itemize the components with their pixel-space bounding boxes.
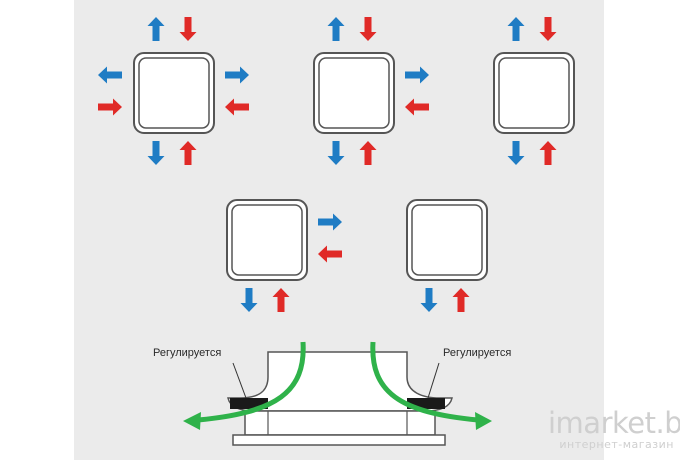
watermark: imarket.by интернет-магазин (548, 406, 680, 451)
adjustable-gasket-right (407, 398, 445, 409)
adjustable-gasket-left (230, 398, 268, 409)
exhaust-arrow-right (225, 66, 249, 84)
airflow-curve-left (197, 341, 306, 423)
supply-arrow-top (359, 17, 377, 41)
ceiling-panel (232, 434, 446, 446)
exhaust-arrow-top (507, 17, 525, 41)
supply-arrow-bottom (272, 288, 290, 312)
diffuser-units (98, 17, 575, 312)
diffuser-frame-inner (318, 57, 390, 129)
exhaust-arrow-bottom (147, 141, 165, 165)
exhaust-arrow-top (147, 17, 165, 41)
diffuser-frame-inner (498, 57, 570, 129)
supply-arrow-top (179, 17, 197, 41)
leader-line-left (232, 362, 247, 399)
diffuser-frame-inner (411, 204, 483, 276)
cross-section (183, 341, 492, 446)
exhaust-arrow-bottom (327, 141, 345, 165)
exhaust-arrow-bottom (420, 288, 438, 312)
diffuser-unit-4-way (98, 17, 249, 165)
supply-arrow-left (98, 98, 122, 116)
diffuser-frame-inner (138, 57, 210, 129)
leader-line-right (427, 362, 440, 399)
diffuser-unit-3-way (313, 17, 429, 165)
airflow-arrowhead-left (183, 412, 201, 430)
diffuser-unit-2-way-vertical (493, 17, 575, 165)
airflow-arrowhead-right (475, 412, 492, 430)
exhaust-arrow-bottom (507, 141, 525, 165)
watermark-brand: imarket.by (548, 406, 680, 440)
diffuser-unit-1-way (406, 199, 488, 312)
supply-arrow-bottom (539, 141, 557, 165)
adjustable-label-left: Регулируется (153, 347, 222, 359)
adjustable-label-right: Регулируется (443, 347, 512, 359)
supply-arrow-bottom (179, 141, 197, 165)
supply-arrow-right (225, 98, 249, 116)
airflow-curve-right (370, 341, 479, 423)
supply-arrow-top (539, 17, 557, 41)
exhaust-arrow-left (98, 66, 122, 84)
exhaust-arrow-bottom (240, 288, 258, 312)
supply-arrow-right (318, 245, 342, 263)
watermark-subtitle: интернет-магазин (559, 438, 674, 451)
diffuser-unit-2-way-corner (226, 199, 342, 312)
diffuser-frame-inner (231, 204, 303, 276)
exhaust-arrow-top (327, 17, 345, 41)
supply-arrow-bottom (452, 288, 470, 312)
supply-arrow-bottom (359, 141, 377, 165)
supply-arrow-right (405, 98, 429, 116)
exhaust-arrow-right (318, 213, 342, 231)
exhaust-arrow-right (405, 66, 429, 84)
